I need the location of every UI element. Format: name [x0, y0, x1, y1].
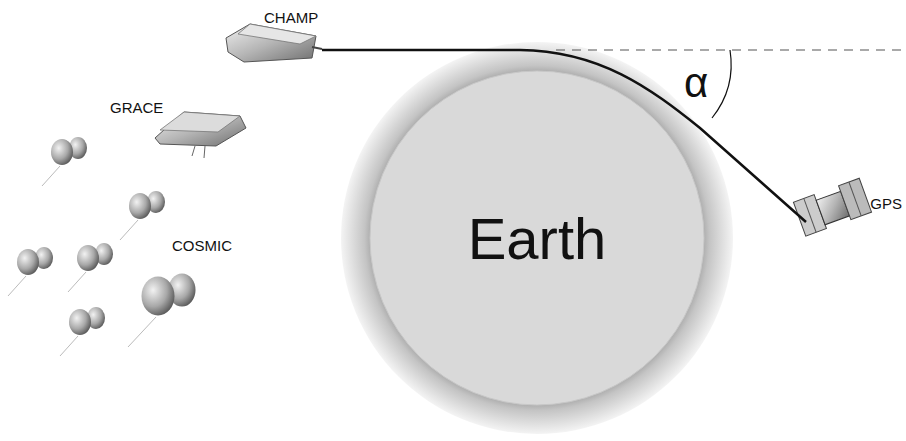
- satellite-name: GRACE: [110, 100, 163, 115]
- champ-satellite: [226, 24, 322, 62]
- satellite-name: GPS: [870, 196, 902, 211]
- grace-satellite: [155, 112, 246, 158]
- earth-circle: Earth: [369, 70, 705, 406]
- cosmic-satellites: [8, 137, 196, 356]
- gps-satellite: [793, 178, 871, 236]
- satellite-name: CHAMP: [264, 10, 318, 25]
- angle-symbol: α: [684, 62, 708, 104]
- satellite-name: COSMIC: [172, 238, 232, 253]
- angle-arc: [712, 50, 731, 118]
- reference-line: [556, 49, 906, 50]
- earth-label: Earth: [468, 205, 607, 272]
- atmosphere: [341, 42, 733, 434]
